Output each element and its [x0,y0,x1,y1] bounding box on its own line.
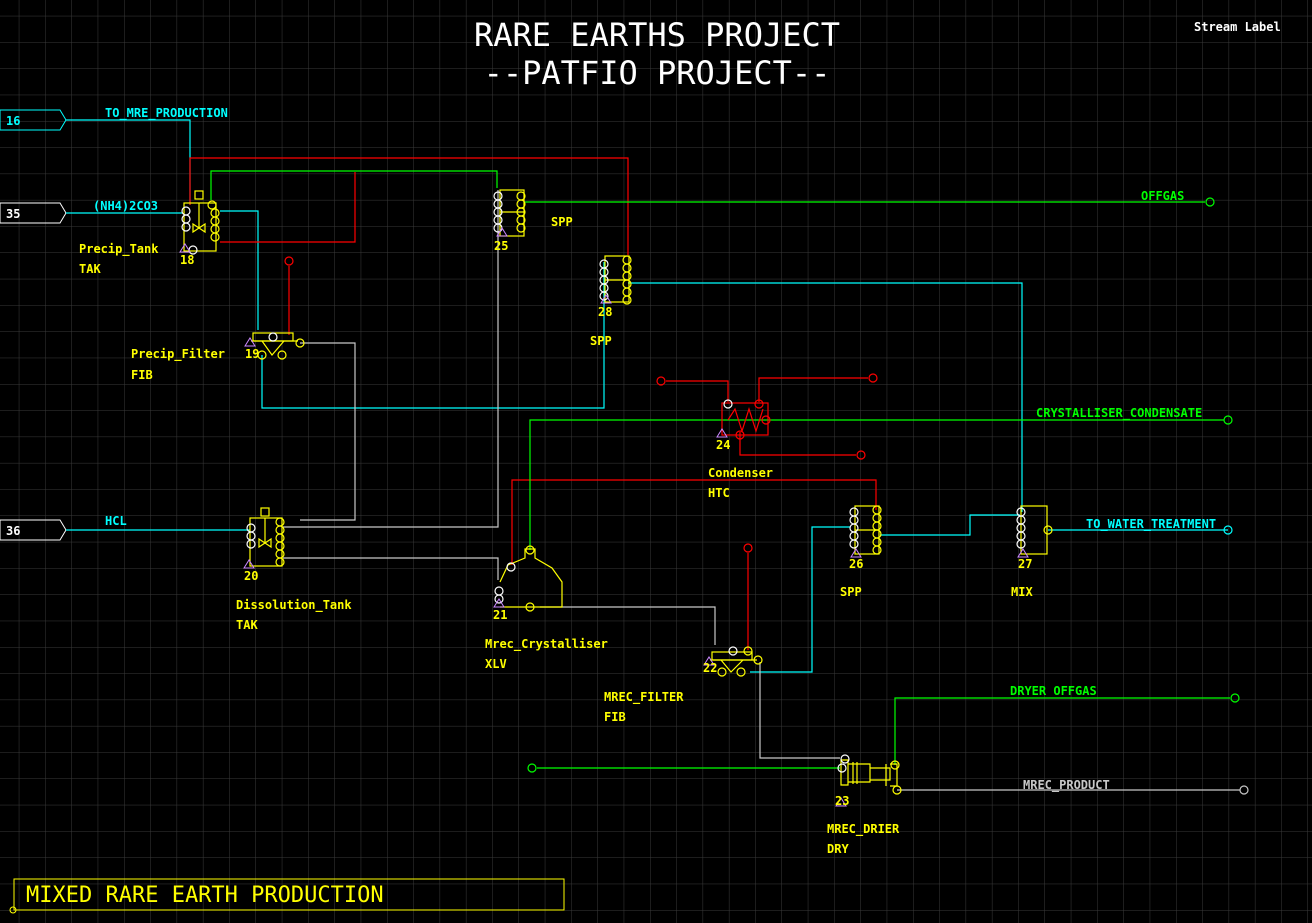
unit-type-dissolution-tank: TAK [236,618,258,632]
unit-number-26: 26 [849,557,863,571]
unit-number-23: 23 [835,794,849,808]
stream-label-legend: Stream Label [1194,20,1281,34]
unit-markers [179,227,1029,807]
stream-label-condensate: CRYSTALLISER_CONDENSATE [1036,406,1202,421]
unit-number-25: 25 [494,239,508,253]
mrec-drier-23[interactable] [837,754,902,795]
footer-text: MIXED RARE EARTH PRODUCTION [26,883,384,908]
stream-label-water-treatment: TO_WATER_TREATMENT [1086,517,1216,532]
unit-number-27: 27 [1018,557,1032,571]
feed-35[interactable]: 35 [0,202,67,224]
unit-number-24: 24 [716,438,730,452]
unit-type-spp-26: SPP [840,585,862,599]
unit-number-20: 20 [244,569,258,583]
condenser-24[interactable] [721,399,771,440]
unit-type-spp-28: SPP [590,334,612,348]
stream-label-dryer-offgas: DRYER OFFGAS [1010,684,1097,698]
unit-type-precip-tank: TAK [79,262,101,276]
unit-type-precip-filter: FIB [131,368,153,382]
unit-name-mrec-drier: MREC_DRIER [827,822,900,837]
feed-id: 36 [6,524,20,538]
stream-label-nh4-2co3: (NH4)2CO3 [93,199,158,213]
stream-label-offgas: OFFGAS [1141,189,1184,203]
mrec-filter-22[interactable] [710,646,763,677]
feed-id: 16 [6,114,20,128]
unit-number-18: 18 [180,253,194,267]
unit-number-21: 21 [493,608,507,622]
unit-number-22: 22 [703,661,717,675]
unit-name-mrec-filter: MREC_FILTER [604,690,684,705]
unit-name-crystalliser: Mrec_Crystalliser [485,637,608,652]
unit-name-condenser: Condenser [708,466,773,480]
unit-number-28: 28 [598,305,612,319]
mrec-crystalliser-21[interactable] [494,545,563,612]
stream-label-to-mre-production: TO_MRE_PRODUCTION [105,106,228,121]
feed-id: 35 [6,207,20,221]
spp-25[interactable] [493,189,526,237]
unit-type-mix-27: MIX [1011,585,1033,599]
unit-type-crystalliser: XLV [485,657,507,671]
unit-number-19: 19 [245,347,259,361]
stream-label-hcl: HCL [105,514,127,528]
mixer-27[interactable] [1016,505,1053,555]
footer-banner: MIXED RARE EARTH PRODUCTION [9,878,565,914]
unit-name-dissolution-tank: Dissolution_Tank [236,598,352,613]
feed-16[interactable]: 16 [0,109,67,131]
unit-type-mrec-drier: DRY [827,842,849,856]
spp-26[interactable] [849,505,882,555]
streams[interactable] [66,119,1240,791]
spp-28[interactable] [599,255,632,305]
unit-type-mrec-filter: FIB [604,710,626,724]
unit-name-precip-filter: Precip_Filter [131,347,225,362]
unit-type-spp-25: SPP [551,215,573,229]
title-line-2: --PATFIO PROJECT-- [484,54,831,92]
precip-tank-18[interactable] [181,190,220,255]
stream-terminals [284,197,1249,795]
unit-type-condenser: HTC [708,486,730,500]
precip-filter-19[interactable] [251,332,305,360]
unit-name-precip-tank: Precip_Tank [79,242,159,257]
dissolution-tank-20[interactable] [246,507,285,567]
stream-label-mrec-product: MREC_PRODUCT [1023,778,1110,793]
title-line-1: RARE EARTHS PROJECT [474,16,840,54]
feed-36[interactable]: 36 [0,519,67,541]
